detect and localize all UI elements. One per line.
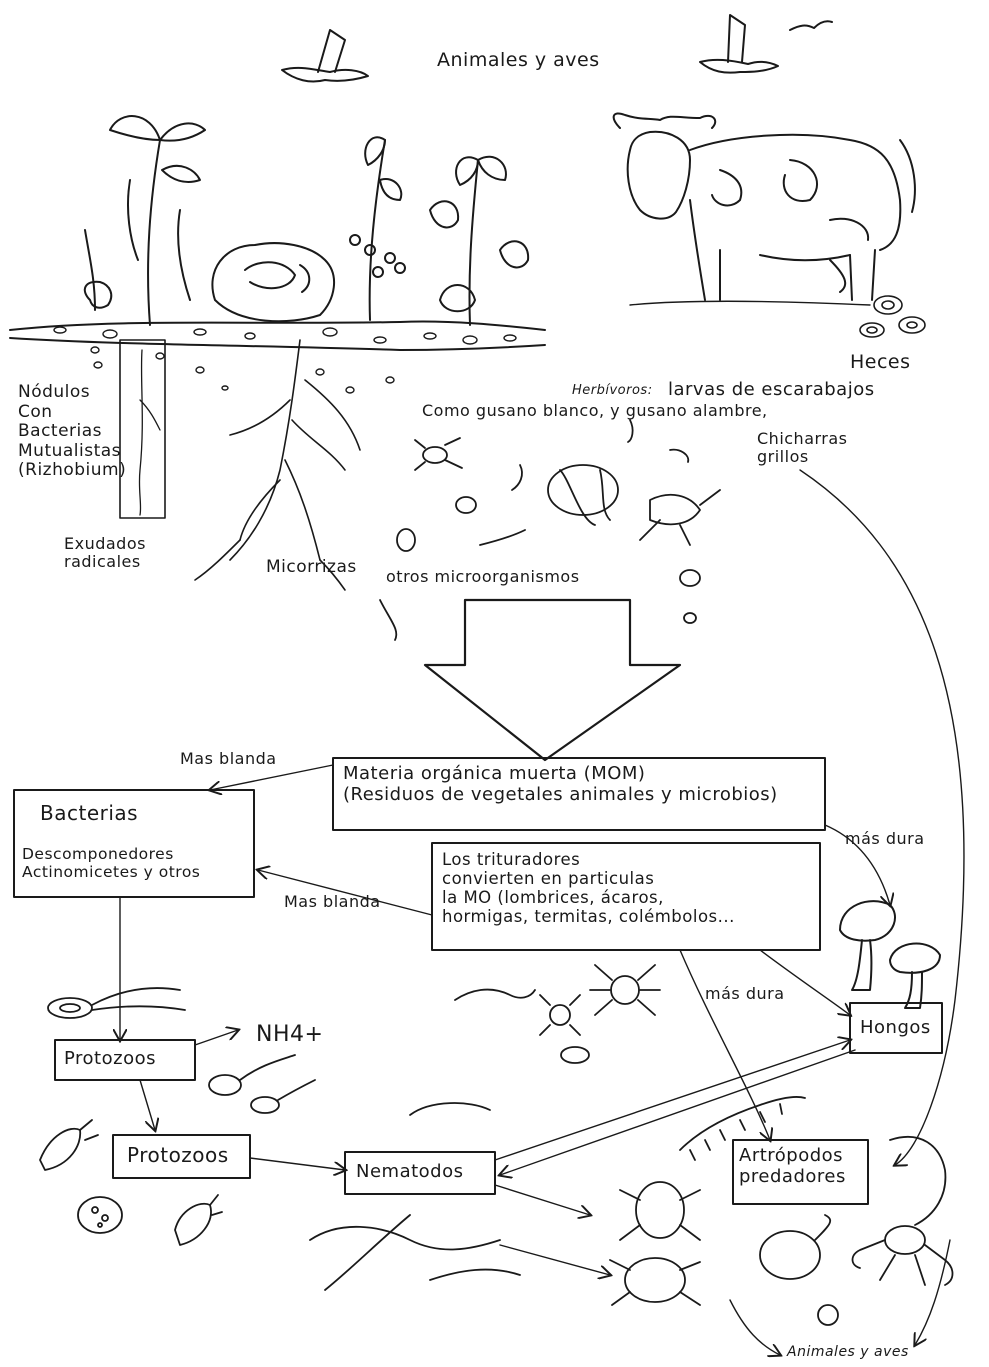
otros-microorganismos-label: otros microorganismos <box>386 568 580 586</box>
gusano-label: Como gusano blanco, y gusano alambre, <box>422 402 768 420</box>
mas-dura-label-2: más dura <box>705 985 785 1003</box>
protozoos-label-1: Protozoos <box>64 1049 156 1070</box>
exudados-label: Exudados radicales <box>64 535 146 572</box>
heces-label: Heces <box>850 352 911 374</box>
feces-icon <box>860 296 925 337</box>
cow-icon <box>614 113 915 300</box>
arrow-protozoos2-to-nematodos <box>250 1158 345 1170</box>
arrow-mom-to-bacterias <box>210 765 333 790</box>
bird-icon <box>700 15 832 73</box>
cabbage-icon <box>212 243 334 321</box>
mas-dura-label-1: más dura <box>845 830 925 848</box>
insect-icon <box>397 438 720 623</box>
nh4-label: NH4+ <box>256 1022 323 1047</box>
hongos-label: Hongos <box>860 1018 931 1039</box>
arrow-trituradores-to-hongos <box>760 950 850 1015</box>
root-icon <box>195 340 360 590</box>
artropodos-label: Artrópodos predadores <box>739 1146 846 1187</box>
mom-box-label: Materia orgánica muerta (MOM) (Residuos … <box>343 764 778 805</box>
arrow-trituradores-to-artropodos <box>680 950 770 1140</box>
nematodos-label: Nematodos <box>356 1162 464 1183</box>
plant-icon <box>430 157 528 325</box>
arrow-to-animales-bottom <box>915 1240 950 1345</box>
micorrizas-label: Micorrizas <box>266 558 357 578</box>
protozoos-label-2: Protozoos <box>127 1144 229 1167</box>
animales-aves-bottom-label: Animales y aves <box>787 1344 909 1360</box>
mas-blanda-label-1: Mas blanda <box>180 750 277 768</box>
herbivoros-prefix-label: Herbívoros: <box>572 384 653 399</box>
mas-blanda-label-2: Mas blanda <box>284 893 381 911</box>
bird-icon <box>282 30 368 82</box>
arrow-nematodos-to-predators <box>495 1185 590 1215</box>
bacterias-subtitle: Descomponedores Actinomicetes y otros <box>22 846 200 882</box>
herbivoros-label: larvas de escarabajos <box>668 380 875 401</box>
nodulos-label: Nódulos Con Bacterias Mutualistas (Rizho… <box>18 383 126 481</box>
trituradores-label: Los trituradores convierten en particula… <box>442 851 735 927</box>
plant-icon <box>85 116 205 325</box>
protozoa-icon <box>209 1055 315 1113</box>
arrow-protozoos-to-nh4 <box>195 1030 238 1045</box>
big-down-arrow <box>425 600 680 760</box>
worm-icon <box>380 420 688 640</box>
arrow-nematodos-to-hongos <box>495 1040 850 1160</box>
plant-icon <box>350 137 405 320</box>
arrow-predators-to-animales <box>730 1300 780 1355</box>
arrow-protozoos1-to-protozoos2 <box>140 1080 155 1130</box>
animales-aves-top-label: Animales y aves <box>437 50 600 72</box>
arrow-worms-to-predators <box>500 1245 610 1275</box>
spider-icon <box>540 965 660 1063</box>
bacterias-title: Bacterias <box>40 802 138 825</box>
bacteria-icon <box>40 988 222 1245</box>
chicharras-label: Chicharras grillos <box>757 430 848 467</box>
mushroom-icon <box>840 901 940 1008</box>
